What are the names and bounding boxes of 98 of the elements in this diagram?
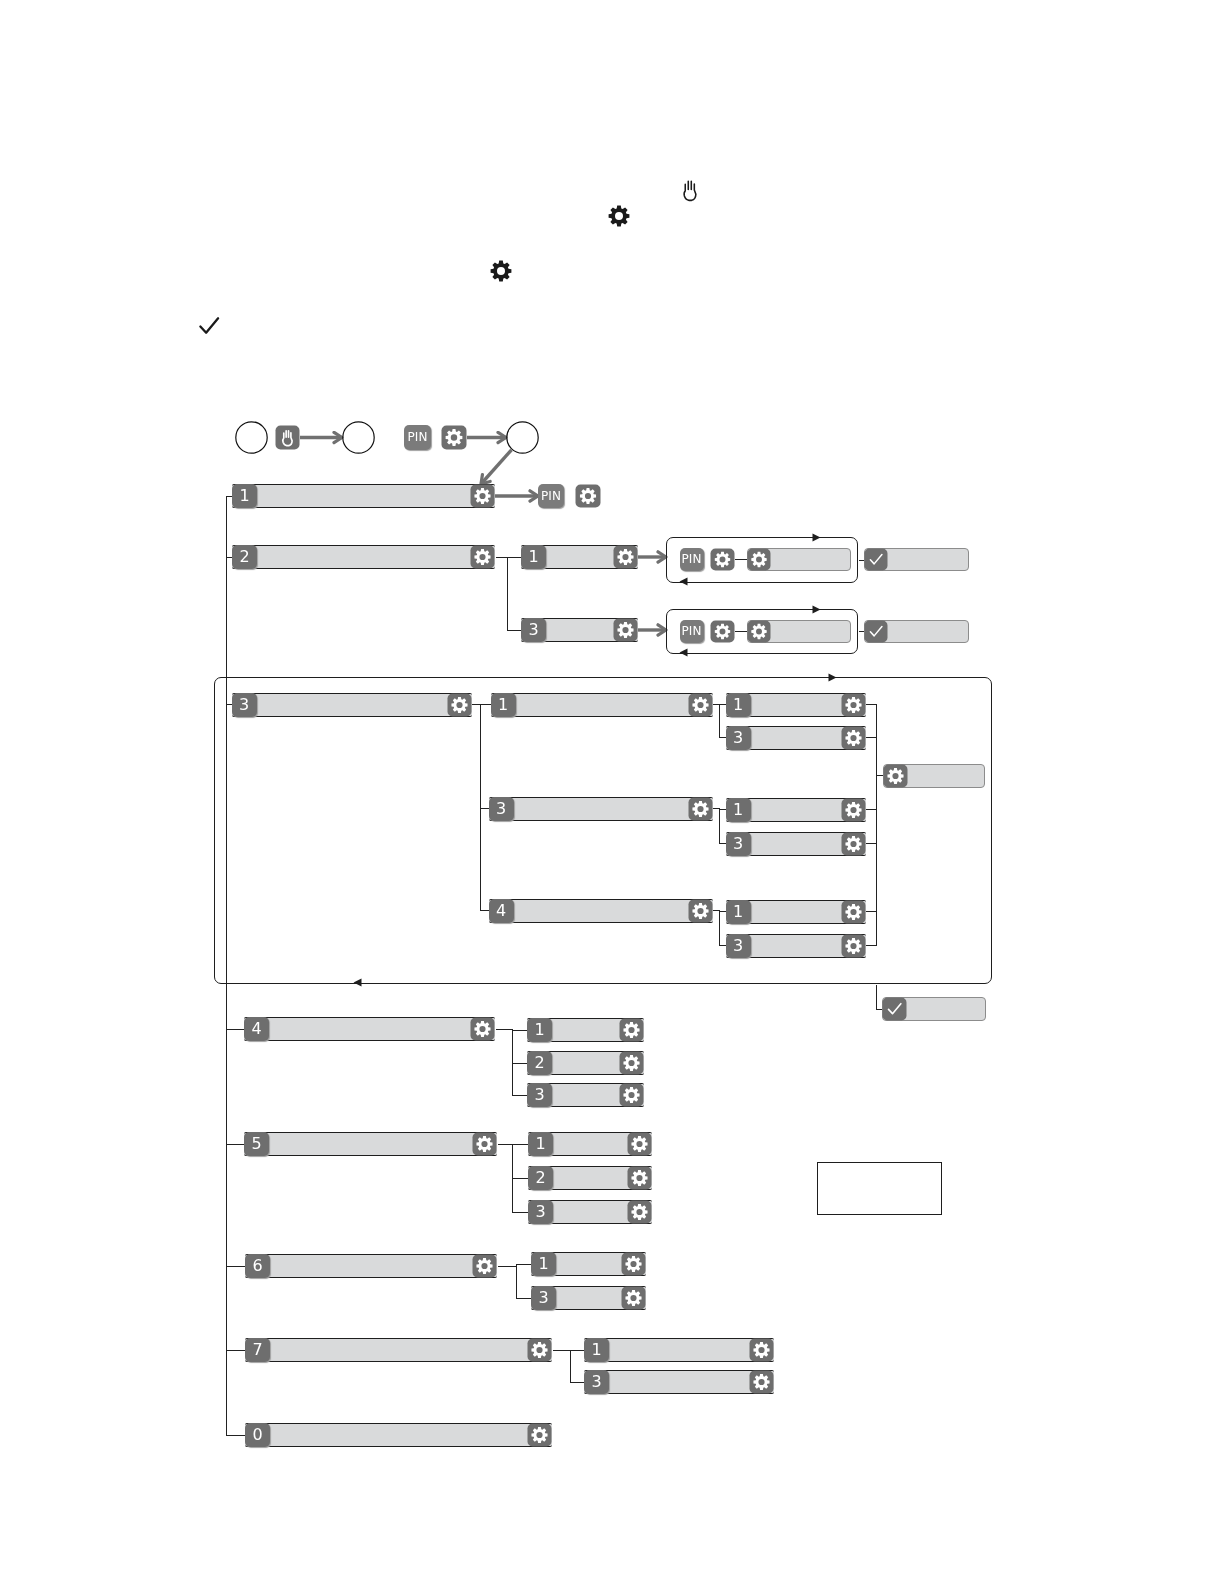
number-badge: 1 (725, 899, 751, 924)
menu-bar (882, 763, 985, 788)
menu-bar (725, 899, 866, 924)
state-circle (506, 421, 539, 454)
connector-line (712, 808, 726, 844)
number-badge: 1 (531, 1252, 556, 1276)
arrow (495, 489, 540, 503)
number-badge: 0 (245, 1423, 270, 1447)
menu-bar (245, 1338, 552, 1362)
number-badge: 3 (725, 725, 751, 750)
pin-key: PIN (679, 547, 704, 571)
menu-bar (245, 1254, 497, 1278)
pin-key: PIN (404, 425, 431, 450)
connector-line (552, 1350, 585, 1383)
pin-key: PIN (538, 484, 564, 508)
connector-line (471, 704, 489, 911)
menu-bar (725, 831, 866, 856)
connector-line (858, 631, 865, 632)
number-badge: 2 (527, 1051, 552, 1075)
connector-line (876, 984, 883, 1010)
hand-icon (275, 425, 300, 450)
arrow (479, 448, 513, 486)
menu-bar (527, 1051, 644, 1075)
menu-bar (244, 1132, 497, 1156)
menu-bar (232, 484, 495, 508)
menu-bar (245, 1423, 552, 1447)
connector-line (495, 1029, 528, 1096)
arrow (638, 550, 668, 564)
menu-bar (725, 725, 866, 750)
number-badge: 3 (531, 1286, 556, 1310)
menu-bar (528, 1200, 652, 1224)
menu-bar (488, 898, 713, 923)
menu-bar (232, 545, 495, 569)
number-badge: 4 (244, 1017, 269, 1041)
menu-bar (490, 692, 713, 717)
number-badge: 1 (584, 1338, 609, 1362)
number-badge: 1 (725, 692, 751, 717)
number-badge: 3 (584, 1370, 609, 1394)
gear-icon (441, 425, 467, 450)
number-badge: 3 (231, 692, 257, 717)
state-circle (235, 421, 268, 454)
number-badge: 3 (527, 1083, 552, 1107)
arrow (467, 430, 508, 445)
number-badge: 2 (232, 545, 257, 569)
connector-line (497, 1144, 529, 1213)
menu-bar (244, 1017, 495, 1041)
menu-bar (528, 1166, 652, 1190)
empty-box (817, 1162, 942, 1215)
number-badge: 1 (528, 1132, 553, 1156)
menu-bar (725, 933, 866, 958)
menu-bar (584, 1338, 774, 1362)
number-badge: 3 (521, 618, 546, 642)
arrow (638, 623, 668, 637)
number-badge: 7 (245, 1338, 270, 1362)
number-badge: 1 (490, 692, 516, 717)
number-badge: 3 (488, 796, 514, 821)
connector-line (734, 631, 747, 632)
menu-bar (527, 1018, 644, 1042)
connector-line (858, 560, 865, 561)
connector-line (712, 910, 726, 946)
gear-icon (709, 547, 735, 571)
menu-bar (528, 1132, 652, 1156)
menu-bar (531, 1252, 646, 1276)
state-circle (342, 421, 375, 454)
connector-line (712, 704, 726, 738)
menu-bar (584, 1370, 774, 1394)
menu-bar (531, 1286, 646, 1310)
number-badge: 5 (244, 1132, 269, 1156)
menu-bar (725, 797, 866, 822)
number-badge: 1 (232, 484, 257, 508)
number-badge: 1 (527, 1018, 552, 1042)
menu-bar (488, 796, 713, 821)
number-badge: 2 (528, 1166, 553, 1190)
pin-key: PIN (679, 619, 704, 643)
menu-bar (746, 547, 851, 571)
menu-bar (882, 997, 986, 1021)
number-badge: 3 (725, 831, 751, 856)
number-badge: 1 (725, 797, 751, 822)
gear-icon (575, 484, 601, 508)
connector-line (497, 1266, 532, 1299)
connector-line (734, 559, 747, 560)
number-badge: 6 (245, 1254, 270, 1278)
connector-line (495, 557, 522, 631)
number-badge: 1 (521, 545, 546, 569)
number-badge: 3 (528, 1200, 553, 1224)
number-badge: 3 (725, 933, 751, 958)
menu-bar (746, 619, 851, 643)
arrow (300, 430, 344, 445)
number-badge: 4 (488, 898, 514, 923)
menu-bar (864, 548, 969, 571)
gear-icon (709, 619, 735, 643)
menu-bar (231, 692, 472, 717)
connector-line (865, 775, 883, 946)
menu-bar (521, 618, 638, 642)
menu-bar (864, 620, 969, 643)
menu-bar (527, 1083, 644, 1107)
menu-bar (725, 692, 866, 717)
menu-bar (521, 545, 638, 569)
